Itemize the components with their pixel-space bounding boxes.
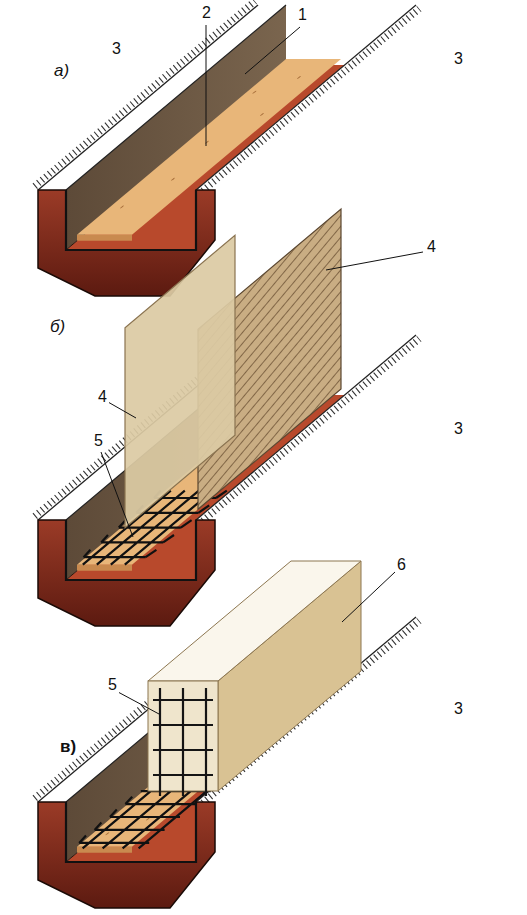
soil-section (38, 520, 215, 626)
ground-hatch (199, 9, 419, 194)
callout-number: 6 (395, 556, 408, 574)
trench-edge (66, 5, 286, 190)
label-anchor: в) (58, 738, 78, 756)
sand-front (77, 565, 132, 571)
label-anchor: 3 (452, 50, 465, 68)
label-anchor: 3 (452, 700, 465, 718)
callout-number: 5 (106, 676, 119, 694)
soil-section (38, 802, 215, 908)
callout-number: 3 (452, 420, 465, 438)
label-anchor: 3 (452, 420, 465, 438)
leader-lines (101, 25, 423, 714)
callout-number: 3 (452, 700, 465, 718)
callout-number: 3 (110, 40, 123, 58)
label-anchor: 6 (395, 556, 408, 574)
panel-letter: а) (52, 62, 71, 80)
ground-edge (196, 5, 416, 190)
ground-edge (38, 5, 258, 190)
ground-surface (196, 5, 527, 310)
rebar-mesh (71, 787, 216, 848)
label-anchor: 2 (200, 4, 213, 22)
formwork-board (125, 235, 235, 528)
callout-number: 3 (452, 50, 465, 68)
callout-number: 1 (296, 6, 309, 24)
panel-letter: б) (48, 318, 67, 336)
trench-outline (66, 520, 196, 580)
label-anchor: 5 (92, 432, 105, 450)
callout-number: 4 (425, 238, 438, 256)
trench-outline (66, 190, 196, 250)
label-anchor: 4 (425, 238, 438, 256)
callout-number: 4 (96, 388, 109, 406)
callout-number: 5 (92, 432, 105, 450)
callout-number: 2 (200, 4, 213, 22)
trench-outline (66, 802, 196, 862)
panel-letter: в) (58, 738, 78, 756)
rebar-cage (153, 688, 213, 796)
sand-front (77, 235, 132, 241)
ground-hatch (35, 1, 255, 186)
label-anchor: 1 (296, 6, 309, 24)
label-anchor: 5 (106, 676, 119, 694)
concrete-strip (148, 561, 361, 796)
label-anchor: 3 (110, 40, 123, 58)
label-anchor: а) (52, 62, 71, 80)
label-anchor: б) (48, 318, 67, 336)
label-anchor: 4 (96, 388, 109, 406)
